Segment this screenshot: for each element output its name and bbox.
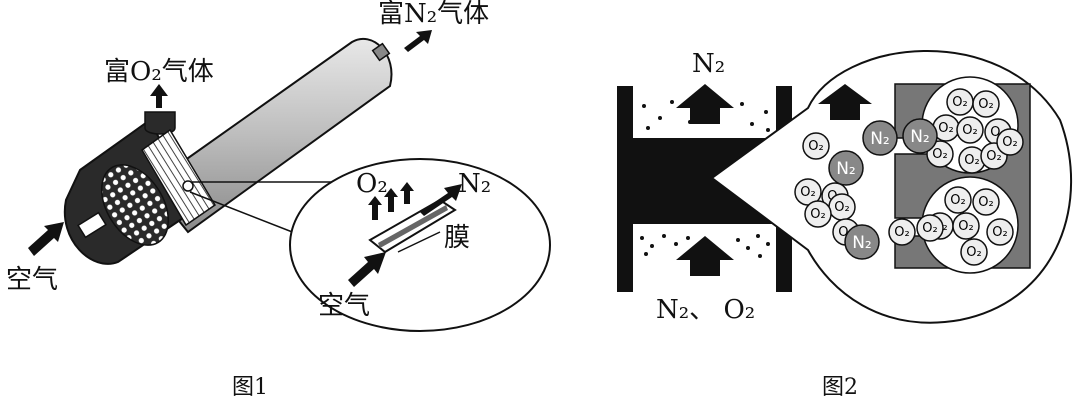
figure1-inset-membrane: [289, 158, 551, 332]
label-rich-o2-gas: 富O₂气体: [104, 57, 214, 87]
o2-molecule: [888, 218, 916, 246]
o2-molecule: [996, 128, 1024, 156]
o2-molecule-label: O₂: [894, 225, 909, 240]
label-n2-o2-mix: N₂、 O₂: [656, 295, 755, 325]
o2-molecule-label: O₂: [1002, 135, 1017, 150]
n2-molecule-label: N₂: [852, 233, 872, 253]
label-air-inset: 空气: [318, 291, 370, 321]
o2-molecule: [972, 90, 1000, 118]
o2-molecule: [960, 238, 988, 266]
n2-molecule: [862, 120, 898, 156]
o2-molecule-label: O₂: [950, 193, 965, 208]
o2-molecule-label: O₂: [932, 147, 947, 162]
label-n2-top: N₂: [692, 49, 725, 79]
label-inset-o2: O₂: [356, 169, 388, 199]
label-inset-n2: N₂: [458, 169, 491, 199]
n2-molecule-label: N₂: [870, 129, 890, 149]
o2-molecule-label: O₂: [966, 245, 981, 260]
o2-molecule-label: O₂: [834, 200, 849, 215]
o2-molecule-label: O₂: [992, 225, 1007, 240]
o2-molecule-label: O₂: [978, 195, 993, 210]
o2-molecule-label: O₂: [952, 95, 967, 110]
o2-molecule-label: O₂: [922, 221, 937, 236]
label-membrane: 膜: [444, 223, 470, 253]
o2-molecule: [804, 200, 832, 228]
o2-molecule-label: O₂: [962, 123, 977, 138]
o2-molecule-label: O₂: [958, 219, 973, 234]
arrow-o2-up: [150, 84, 168, 108]
o2-molecule-label: O₂: [808, 139, 823, 154]
label-air-left: 空气: [6, 265, 58, 295]
arrow-air-in-left: [28, 222, 64, 256]
figure1-membrane-module: [63, 37, 393, 265]
n2-molecule: [844, 224, 880, 260]
o2-molecule: [986, 218, 1014, 246]
o2-molecule: [802, 132, 830, 160]
n2-molecule-label: N₂: [910, 127, 930, 147]
callout-line-lower: [189, 191, 301, 236]
figure2-caption: 图2: [822, 375, 858, 400]
o2-molecule-label: O₂: [978, 97, 993, 112]
o2-molecule: [972, 188, 1000, 216]
o2-molecule-label: O₂: [964, 153, 979, 168]
o2-molecule-label: O₂: [986, 149, 1001, 164]
o2-molecule-label: O₂: [810, 207, 825, 222]
arrow-n2-out: [404, 30, 432, 52]
n2-molecule: [828, 150, 864, 186]
o2-molecule-label: O₂: [800, 185, 815, 200]
n2-molecule: [902, 118, 938, 154]
o2-molecule: [956, 116, 984, 144]
o2-molecule: [952, 212, 980, 240]
n2-molecule-label: N₂: [836, 159, 856, 179]
figure1-caption: 图1: [232, 375, 268, 400]
o2-molecule: [916, 214, 944, 242]
o2-molecule: [944, 186, 972, 214]
o2-molecule-label: O₂: [938, 121, 953, 136]
label-rich-n2-gas: 富N₂气体: [378, 0, 489, 29]
